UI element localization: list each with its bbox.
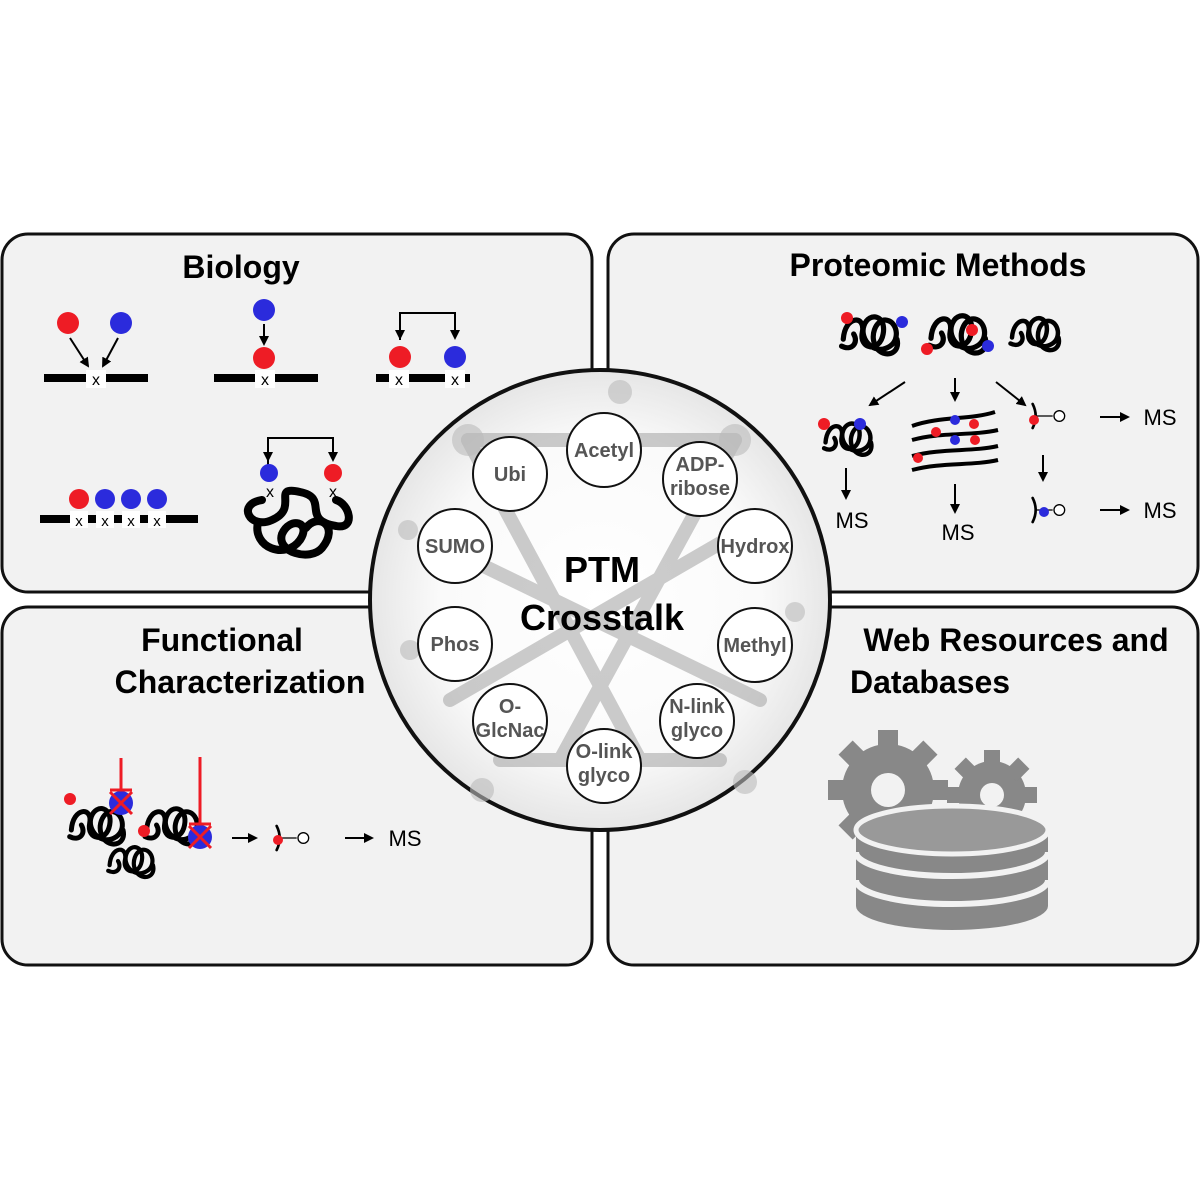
red-modification — [389, 346, 411, 368]
ms-label: MS — [836, 508, 869, 533]
node-ubi: Ubi — [472, 436, 548, 512]
biology-cis-crosstalk-diagram: x x — [376, 312, 470, 389]
web-title-line2: Databases — [850, 664, 1010, 700]
functional-title-line2: Characterization — [115, 664, 366, 700]
svg-text:ADP-: ADP- — [676, 454, 725, 476]
blue-modification — [147, 489, 167, 509]
svg-text:glyco: glyco — [671, 720, 723, 742]
svg-text:O-: O- — [499, 696, 521, 718]
ptm-crosstalk-network: Acetyl ADP- ribose Hydrox Methyl N-link … — [368, 368, 832, 832]
site-mark: x — [75, 513, 83, 530]
svg-text:Phos: Phos — [431, 634, 480, 656]
svg-text:O-link: O-link — [576, 741, 634, 763]
biology-multisite-diagram: x x x x — [40, 489, 198, 530]
svg-text:N-link: N-link — [669, 696, 725, 718]
ms-label: MS — [1144, 405, 1177, 430]
biology-sequential-diagram: x — [214, 299, 318, 389]
red-modification — [324, 464, 342, 482]
inhibitor-icon — [108, 758, 134, 816]
blue-modification — [95, 489, 115, 509]
biology-title: Biology — [182, 249, 300, 285]
panel-web-resources: Web Resources and Databases — [606, 605, 1200, 967]
node-methyl: Methyl — [717, 607, 793, 683]
svg-text:glyco: glyco — [578, 765, 630, 787]
center-title-line2: Crosstalk — [520, 597, 685, 638]
database-icon — [853, 803, 1051, 930]
node-o-glcnac: O- GlcNac — [472, 683, 548, 759]
site-mark: x — [92, 372, 100, 389]
web-title-line1: Web Resources and — [863, 622, 1168, 658]
site-mark: x — [395, 372, 403, 389]
site-mark: x — [266, 484, 274, 501]
proteomic-title: Proteomic Methods — [790, 247, 1087, 283]
blue-modification — [260, 464, 278, 482]
site-mark: x — [329, 484, 337, 501]
site-mark: x — [261, 372, 269, 389]
red-modification — [57, 312, 79, 334]
node-n-link-glyco: N-link glyco — [659, 683, 735, 759]
blue-modification — [444, 346, 466, 368]
blue-modification — [110, 312, 132, 334]
ms-label: MS — [389, 826, 422, 851]
biology-competition-diagram: x — [44, 312, 148, 389]
site-mark: x — [451, 372, 459, 389]
ms-label: MS — [942, 520, 975, 545]
red-modification — [253, 347, 275, 369]
node-phos: Phos — [417, 606, 493, 682]
biology-folded-crosstalk-diagram: x x — [244, 437, 353, 559]
svg-text:SUMO: SUMO — [425, 536, 485, 558]
site-mark: x — [101, 513, 109, 530]
node-adp-ribose: ADP- ribose — [662, 441, 738, 517]
ms-label: MS — [1144, 498, 1177, 523]
svg-text:Acetyl: Acetyl — [574, 440, 634, 462]
node-sumo: SUMO — [417, 508, 493, 584]
node-o-link-glyco: O-link glyco — [566, 728, 642, 804]
center-title-line1: PTM — [564, 549, 640, 590]
node-hydrox: Hydrox — [717, 508, 793, 584]
blue-modification — [121, 489, 141, 509]
node-acetyl: Acetyl — [566, 412, 642, 488]
svg-text:Hydrox: Hydrox — [721, 536, 790, 558]
svg-text:GlcNac: GlcNac — [476, 720, 545, 742]
svg-text:Ubi: Ubi — [494, 464, 526, 486]
blue-modification — [253, 299, 275, 321]
separation-lines — [911, 410, 999, 472]
red-modification — [69, 489, 89, 509]
svg-text:Methyl: Methyl — [723, 635, 786, 657]
site-mark: x — [127, 513, 135, 530]
functional-title-line1: Functional — [141, 622, 303, 658]
svg-text:ribose: ribose — [670, 478, 730, 500]
site-mark: x — [153, 513, 161, 530]
inhibitor-icon — [187, 757, 213, 850]
